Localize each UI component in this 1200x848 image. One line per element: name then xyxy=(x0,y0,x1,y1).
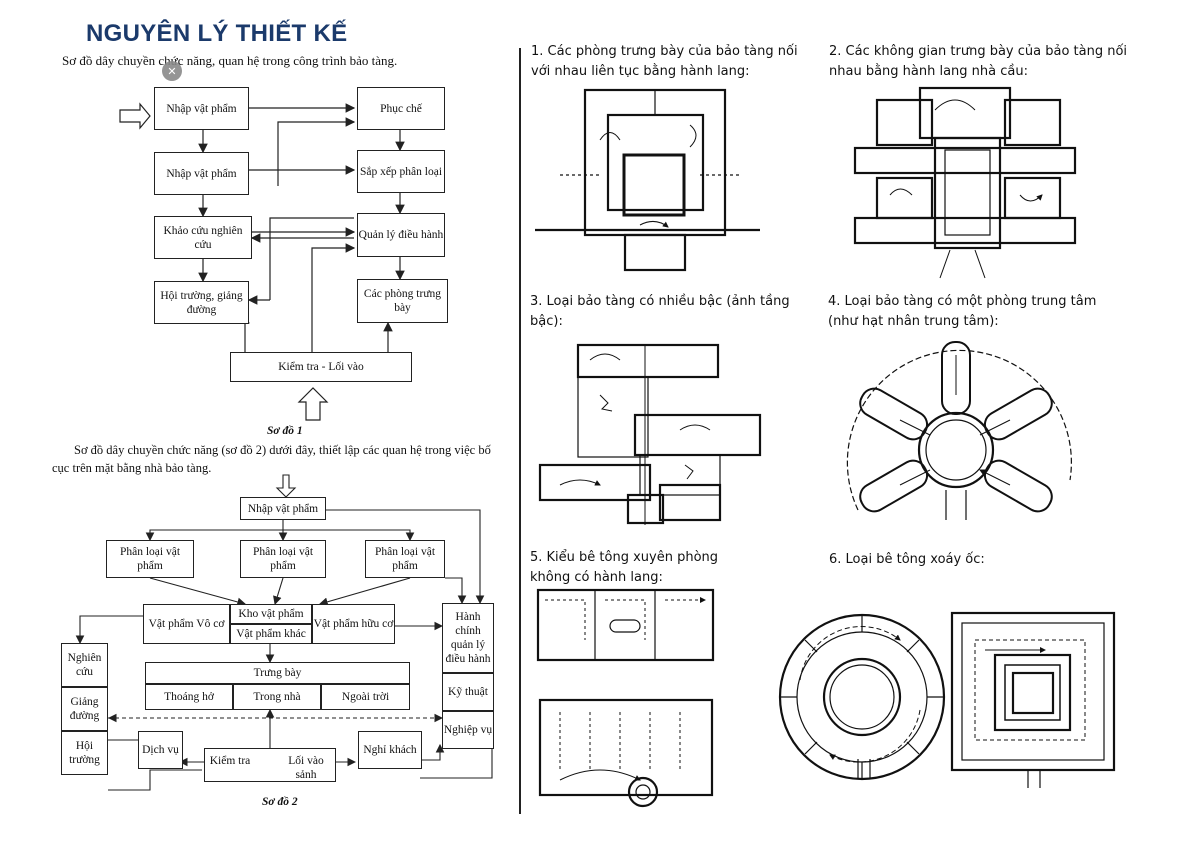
point-3-text: 3. Loại bảo tàng có nhiều bậc (ảnh tầng … xyxy=(530,294,790,329)
box2-loi-vao: Lối vào sảnh xyxy=(288,755,324,781)
box-khao-cuu: Khảo cứu nghiên cứu xyxy=(154,216,252,259)
plan-4-sketch xyxy=(846,341,1072,520)
box-cac-phong: Các phòng trưng bày xyxy=(357,279,448,323)
page-title: NGUYÊN LÝ THIẾT KẾ xyxy=(86,20,348,47)
column-divider xyxy=(519,48,521,814)
box2-hanh-chinh: Hành chính quản lý điều hành xyxy=(442,603,494,673)
box2-dich-vu: Dịch vụ xyxy=(138,731,183,769)
box2-phan-loai-3: Phân loại vật phẩm xyxy=(365,540,445,578)
box-kiem-tra: Kiểm tra - Lối vào xyxy=(230,352,412,382)
box-nhap-vat-pham-2: Nhập vật phẩm xyxy=(154,152,249,195)
point-4-text: 4. Loại bảo tàng có một phòng trung tâm … xyxy=(828,294,1097,329)
plan-2-sketch xyxy=(853,86,1077,279)
box2-nghiep-vu: Nghiệp vụ xyxy=(442,711,494,749)
box-quan-ly: Quản lý điều hành xyxy=(357,213,445,257)
diagram-1-connectors xyxy=(75,102,493,791)
box2-khac: Vật phẩm khác xyxy=(230,624,312,644)
box2-kiem-tra-loi-vao xyxy=(204,748,336,782)
box2-nhap: Nhập vật phẩm xyxy=(240,497,326,520)
plan-3-sketch xyxy=(538,343,762,525)
point-6-text: 6. Loại bê tông xoáy ốc: xyxy=(829,552,985,567)
caption-so-do-2: Sơ đồ 2 xyxy=(262,796,298,808)
box2-huu-co: Vật phẩm hữu cơ xyxy=(312,604,395,644)
plan-5-sketch xyxy=(536,588,715,808)
box2-giang-duong: Giảng đường xyxy=(61,687,108,731)
box2-ngoai-troi: Ngoài trời xyxy=(321,684,410,710)
box2-vo-co: Vật phẩm Vô cơ xyxy=(143,604,230,644)
box2-kho: Kho vật phẩm xyxy=(230,604,312,624)
diagram-2-intro: Sơ đồ dây chuyền chức năng (sơ đồ 2) dướ… xyxy=(52,443,491,475)
plan-1-sketch xyxy=(535,88,760,272)
box2-phan-loai-1: Phân loại vật phẩm xyxy=(106,540,194,578)
point-1-text: 1. Các phòng trưng bày của bảo tàng nối … xyxy=(531,44,798,79)
box2-hoi-truong: Hội trường xyxy=(61,731,108,775)
point-2-text: 2. Các không gian trưng bày của bảo tàng… xyxy=(829,44,1128,79)
box2-trong-nha: Trong nhà xyxy=(233,684,321,710)
box2-phan-loai-2: Phân loại vật phẩm xyxy=(240,540,326,578)
diagram-1-heading: Sơ đồ dây chuyền chức năng, quan hệ tron… xyxy=(62,53,398,68)
point-5-text: 5. Kiểu bê tông xuyên phòng không có hàn… xyxy=(530,550,719,585)
box2-ky-thuat: Kỹ thuật xyxy=(442,673,494,711)
box-nhap-vat-pham-1: Nhập vật phẩm xyxy=(154,87,249,130)
box-phuc-che: Phục chế xyxy=(357,87,445,130)
box2-nghi-khach: Nghỉ khách xyxy=(358,731,422,769)
close-icon[interactable]: ✕ xyxy=(162,61,182,81)
box-sap-xep: Sắp xếp phân loại xyxy=(357,150,445,193)
box-hoi-truong: Hội trường, giảng đường xyxy=(154,281,249,324)
box2-nghien-cuu: Nghiên cứu xyxy=(61,643,108,687)
plan-6a-sketch xyxy=(778,613,946,781)
caption-so-do-1: Sơ đồ 1 xyxy=(267,425,303,437)
plan-6b-sketch xyxy=(950,611,1116,788)
box2-trung-bay: Trưng bày xyxy=(145,662,410,684)
box2-kiem-tra: Kiểm tra xyxy=(209,755,251,767)
box2-thoang-ho: Thoáng hở xyxy=(145,684,233,710)
